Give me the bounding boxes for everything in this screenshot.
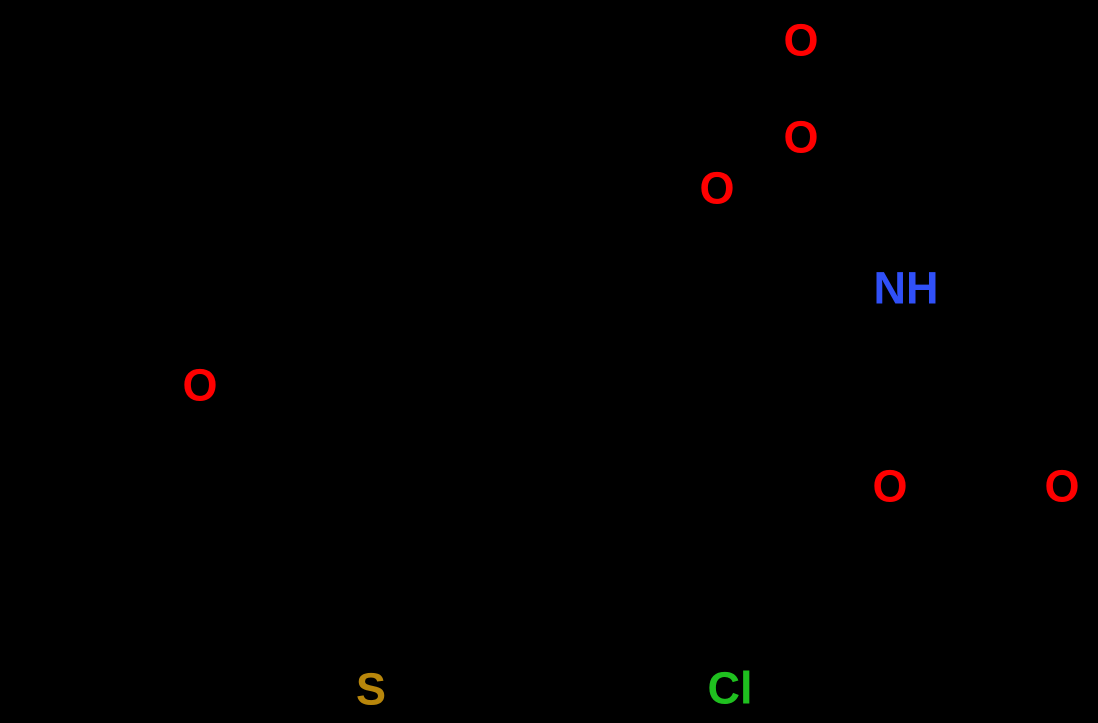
atom-label-oxygen: O xyxy=(872,460,908,512)
atom-label-oxygen: O xyxy=(783,14,819,66)
atom-label-oxygen: O xyxy=(699,162,735,214)
bond-line xyxy=(732,212,804,261)
atom-label-oxygen: O xyxy=(182,359,218,411)
bond-line xyxy=(617,202,703,253)
bond-line xyxy=(798,212,870,261)
bond-line xyxy=(809,157,863,261)
bond-line xyxy=(883,423,930,464)
bond-line xyxy=(391,647,463,692)
atom-label-oxygen: O xyxy=(783,111,819,163)
bond-line xyxy=(737,59,793,171)
bond-line xyxy=(974,447,1046,485)
atom-label-sulfur: S xyxy=(355,663,387,715)
bond-line xyxy=(842,377,909,433)
bond-line xyxy=(669,597,717,668)
bond-line xyxy=(969,456,1041,494)
atom-label-nitrogen: NH xyxy=(873,262,939,314)
atom-label-oxygen: O xyxy=(1044,460,1080,512)
atom-label-chlorine: Cl xyxy=(707,662,753,714)
bond-line xyxy=(890,430,937,471)
bond-line xyxy=(932,237,993,278)
bond-group xyxy=(197,59,1046,692)
bond-line xyxy=(197,404,258,453)
